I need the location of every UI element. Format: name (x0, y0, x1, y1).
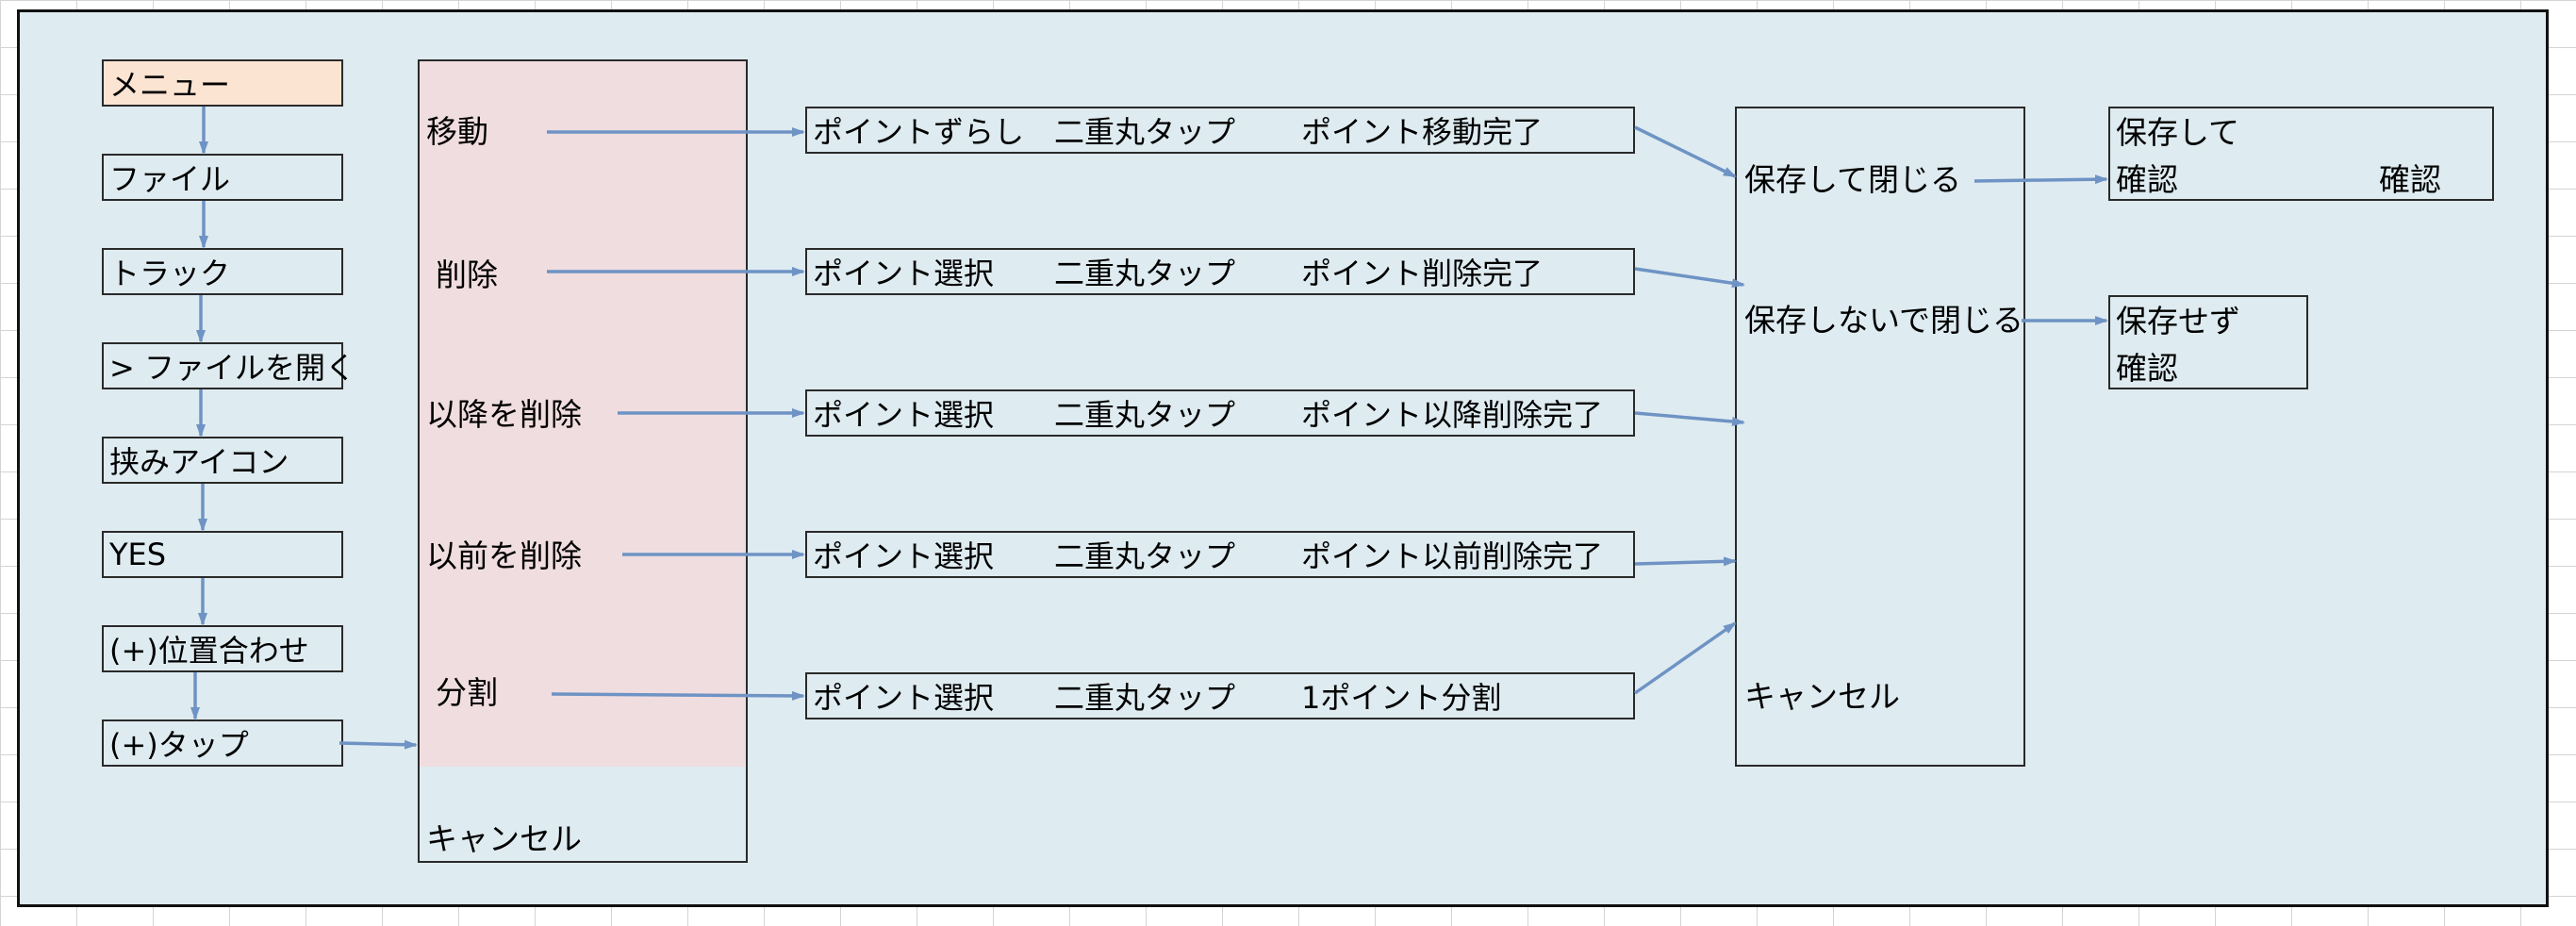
step-move-complete: ポイント移動完了 (1301, 114, 1544, 150)
step-delete-complete: ポイント削除完了 (1301, 256, 1544, 291)
step-double-circle-tap: 二重丸タップ (1054, 114, 1236, 150)
step-point-shift: ポイントずらし (813, 114, 1025, 150)
step-point-select: ポイント選択 (813, 680, 995, 716)
close-option-cancel: キャンセル (1744, 678, 1900, 715)
result-saved-box: 保存して 確認 確認 (2108, 107, 2494, 201)
close-option-nosave: 保存しないで閉じる (1744, 302, 2024, 339)
close-options-panel (1735, 107, 2025, 767)
result-unsaved-line1: 保存せず (2116, 303, 2240, 339)
result-saved-line1: 保存して (2116, 114, 2240, 151)
operation-label-split: 分割 (436, 674, 498, 711)
operation-steps-delete-after: ポイント選択 二重丸タップ ポイント以降削除完了 (805, 389, 1635, 437)
menu-step-yes: YES (102, 531, 343, 578)
menu-step-tap: (+)タップ (102, 719, 343, 767)
step-point-select: ポイント選択 (813, 256, 995, 291)
result-saved-confirm-left: 確認 (2116, 161, 2178, 198)
step-delete-before-complete: ポイント以前削除完了 (1301, 538, 1604, 574)
operations-panel (418, 59, 748, 863)
operation-label-delete-before: 以前を削除 (426, 537, 582, 574)
operation-label-delete: 削除 (436, 256, 498, 293)
step-double-circle-tap: 二重丸タップ (1054, 538, 1236, 574)
step-delete-after-complete: ポイント以降削除完了 (1301, 397, 1604, 433)
step-split-complete: 1ポイント分割 (1301, 680, 1502, 716)
menu-step-file: ファイル (102, 154, 343, 201)
step-double-circle-tap: 二重丸タップ (1054, 680, 1236, 716)
operation-steps-delete-before: ポイント選択 二重丸タップ ポイント以前削除完了 (805, 531, 1635, 578)
operation-label-cancel: キャンセル (426, 820, 582, 857)
close-option-save: 保存して閉じる (1744, 161, 1962, 198)
step-point-select: ポイント選択 (813, 397, 995, 433)
operation-steps-move: ポイントずらし 二重丸タップ ポイント移動完了 (805, 107, 1635, 154)
step-double-circle-tap: 二重丸タップ (1054, 397, 1236, 433)
menu-step-track: トラック (102, 248, 343, 295)
menu-step-menu: メニュー (102, 59, 343, 107)
menu-step-scissors-icon: 挟みアイコン (102, 437, 343, 484)
menu-step-position-align: (+)位置合わせ (102, 625, 343, 672)
operation-steps-split: ポイント選択 二重丸タップ 1ポイント分割 (805, 672, 1635, 719)
result-unsaved-confirm: 確認 (2116, 350, 2178, 387)
step-point-select: ポイント選択 (813, 538, 995, 574)
result-saved-confirm-right: 確認 (2379, 161, 2441, 198)
result-unsaved-box: 保存せず 確認 (2108, 295, 2308, 389)
menu-step-open-file: > ファイルを開く (102, 342, 355, 389)
operation-steps-delete: ポイント選択 二重丸タップ ポイント削除完了 (805, 248, 1635, 295)
operation-label-move: 移動 (426, 113, 488, 150)
step-double-circle-tap: 二重丸タップ (1054, 256, 1236, 291)
operation-label-delete-after: 以降を削除 (426, 396, 582, 433)
